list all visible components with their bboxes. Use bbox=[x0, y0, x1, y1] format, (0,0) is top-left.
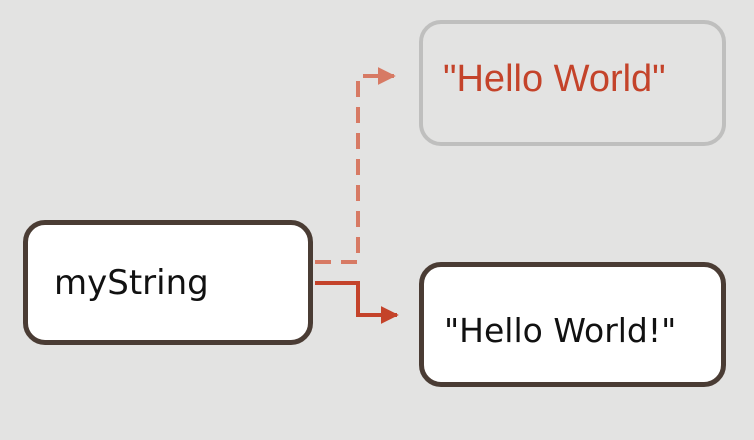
variable-box: myString bbox=[23, 220, 313, 345]
current-reference-arrow bbox=[315, 281, 399, 324]
new-string-value: "Hello World!" bbox=[444, 311, 677, 350]
variable-name: myString bbox=[54, 262, 209, 303]
old-string-value: "Hello World" bbox=[443, 57, 666, 100]
old-reference-arrow bbox=[315, 67, 396, 264]
new-string-box: "Hello World!" bbox=[419, 262, 726, 387]
old-string-box: "Hello World" bbox=[419, 20, 726, 146]
